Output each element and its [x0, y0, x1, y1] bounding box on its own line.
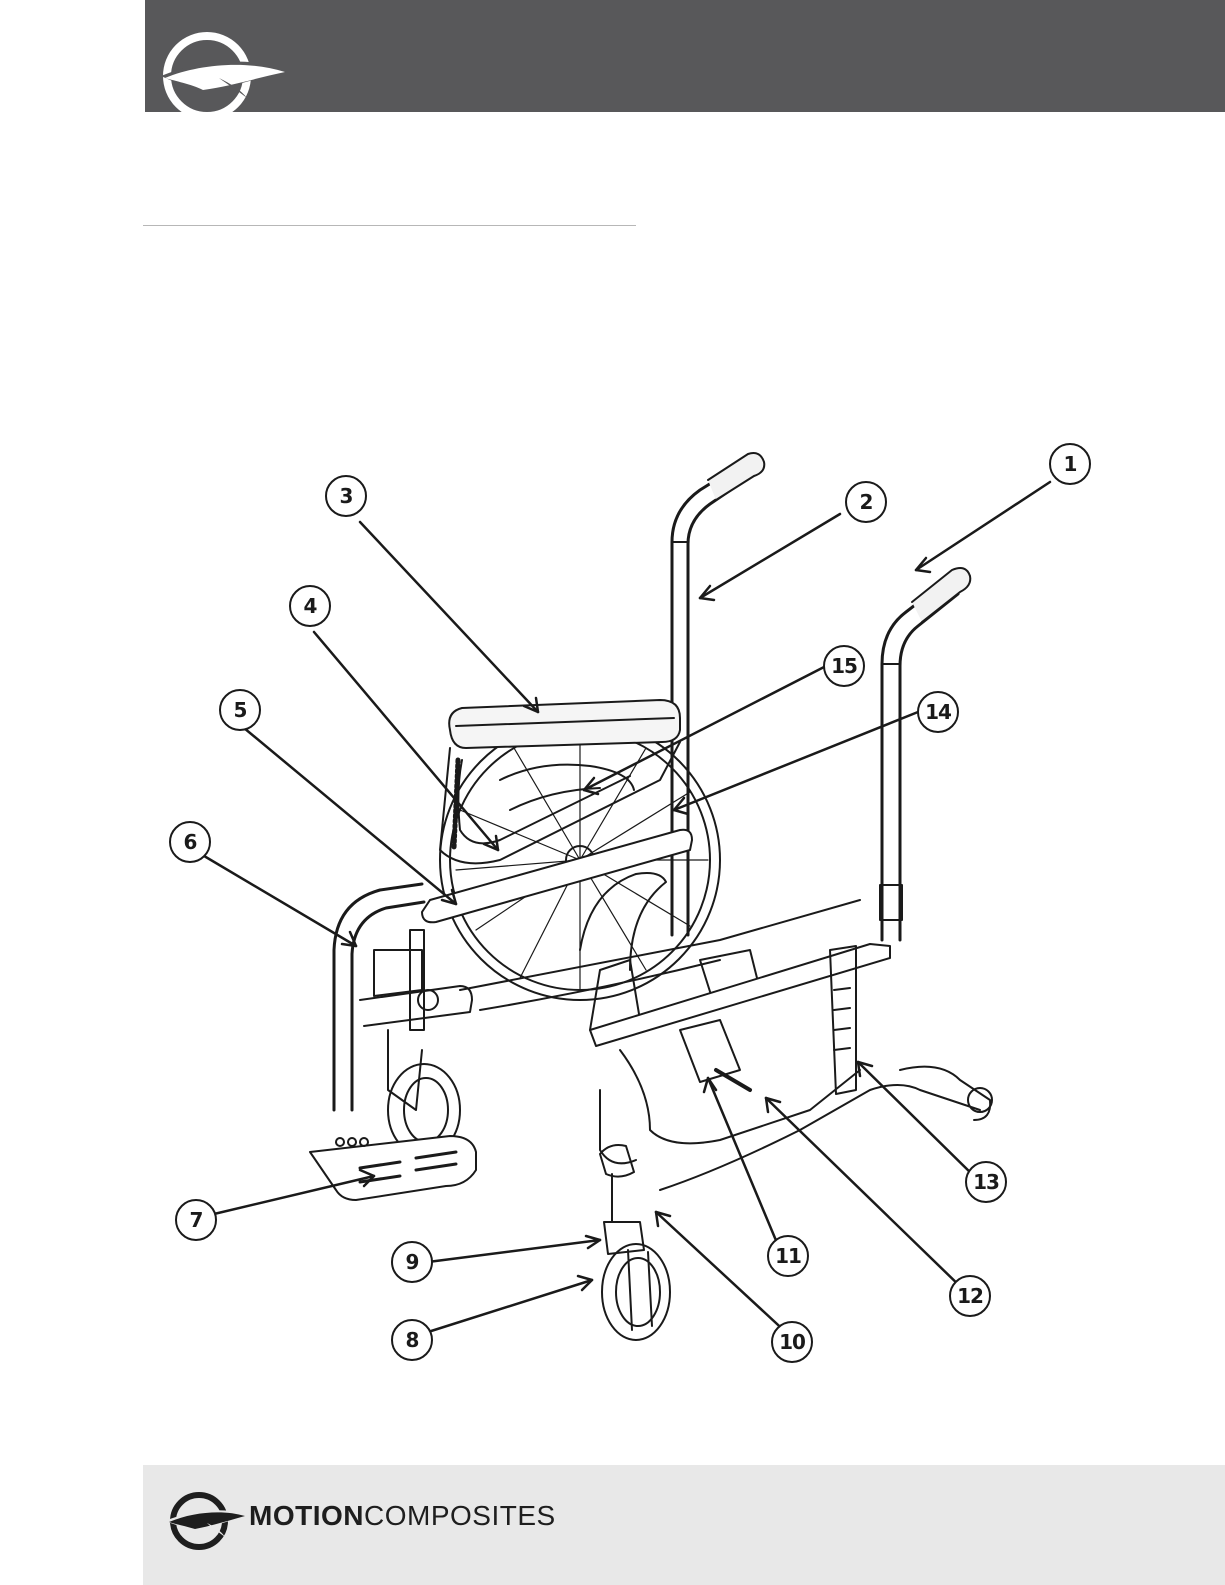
push-handle-right [880, 568, 970, 940]
callout-4: 4 [289, 585, 331, 627]
callout-12: 12 [949, 1275, 991, 1317]
motion-composites-logo-icon [159, 28, 299, 112]
callout-9: 9 [391, 1241, 433, 1283]
footplate [310, 1136, 476, 1200]
header-bar [145, 0, 1225, 112]
brand-wordmark: MOTIONCOMPOSITES [249, 1500, 556, 1532]
brand-wordmark-light: COMPOSITES [364, 1500, 556, 1531]
brand-wordmark-strong: MOTION [249, 1500, 364, 1531]
push-handle-left [672, 453, 764, 935]
front-caster-right [600, 1145, 670, 1340]
callout-5: 5 [219, 689, 261, 731]
callout-15: 15 [823, 645, 865, 687]
callout-1: 1 [1049, 443, 1091, 485]
callout-11: 11 [767, 1235, 809, 1277]
callout-10: 10 [771, 1321, 813, 1363]
callout-13: 13 [965, 1161, 1007, 1203]
motion-composites-footer-logo-icon [165, 1489, 249, 1553]
footer-bar: MOTIONCOMPOSITES [143, 1465, 1225, 1585]
callout-14: 14 [917, 691, 959, 733]
callout-8: 8 [391, 1319, 433, 1361]
section-divider [143, 225, 636, 226]
callout-7: 7 [175, 1199, 217, 1241]
wheelchair-illustration [160, 430, 1140, 1390]
callout-2: 2 [845, 481, 887, 523]
seat-frame [360, 830, 860, 1030]
wheelchair-parts-diagram: 1 2 3 4 5 6 7 8 9 10 11 12 13 14 15 [160, 430, 1140, 1390]
callout-6: 6 [169, 821, 211, 863]
callout-3: 3 [325, 475, 367, 517]
